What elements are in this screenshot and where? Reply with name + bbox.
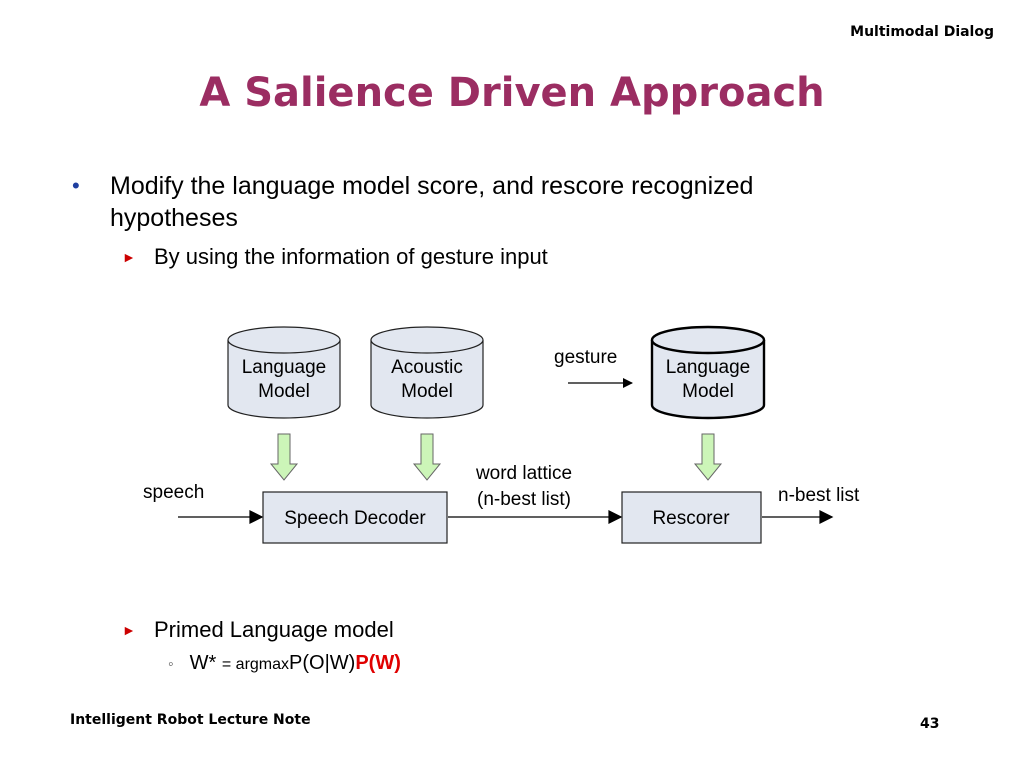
speech-decoder-box: Speech Decoder (262, 491, 448, 544)
page-number: 43 (920, 716, 940, 732)
sub-bullet-primed: ► Primed Language model (122, 617, 394, 643)
down-arrow-icon (693, 433, 723, 481)
acoustic-model-cylinder: Acoustic Model (370, 326, 484, 419)
bullet-dot-icon: • (72, 173, 80, 198)
speech-decoder-label: Speech Decoder (284, 508, 426, 529)
footer-note: Intelligent Robot Lecture Note (70, 712, 311, 728)
acoustic-model-label-1: Acoustic (391, 357, 463, 378)
speech-label: speech (143, 482, 204, 503)
circle-bullet-icon: ◦ (168, 656, 174, 673)
formula-eq: = argmax (221, 656, 290, 673)
word-lattice-label-1: word lattice (475, 463, 572, 484)
bullet-arrow-icon: ► (122, 622, 136, 638)
primed-language-model-label-2: Model (682, 381, 734, 402)
rescorer-label: Rescorer (652, 508, 730, 529)
language-model-cylinder: Language Model (227, 326, 341, 419)
formula-w: W* (189, 652, 222, 674)
acoustic-model-label-2: Model (401, 381, 453, 402)
header-course-tag: Multimodal Dialog (850, 24, 994, 40)
rescorer-box: Rescorer (621, 491, 762, 544)
main-bullet: • Modify the language model score, and r… (72, 170, 872, 234)
primed-language-model-label-1: Language (666, 357, 751, 378)
primed-language-model-cylinder: Language Model (650, 325, 766, 420)
sub-bullet-gesture-text: By using the information of gesture inpu… (154, 244, 548, 269)
down-arrow-icon (269, 433, 299, 481)
bullet-arrow-icon: ► (122, 249, 136, 265)
slide-title: A Salience Driven Approach (199, 70, 825, 116)
language-model-label-2: Model (258, 381, 310, 402)
sub-bullet-gesture: ► By using the information of gesture in… (122, 244, 548, 270)
gesture-label: gesture (554, 347, 617, 368)
formula-highlight: P(W) (355, 652, 401, 674)
main-bullet-text: Modify the language model score, and res… (110, 172, 754, 232)
sub-bullet-primed-text: Primed Language model (154, 617, 394, 642)
language-model-label-1: Language (242, 357, 327, 378)
formula-mid: P(O|W) (289, 652, 356, 674)
word-lattice-label-2: (n-best list) (477, 489, 571, 510)
down-arrow-icon (412, 433, 442, 481)
n-best-list-label: n-best list (778, 485, 860, 506)
formula-bullet: ◦ W* = argmaxP(O|W)P(W) (168, 652, 401, 675)
